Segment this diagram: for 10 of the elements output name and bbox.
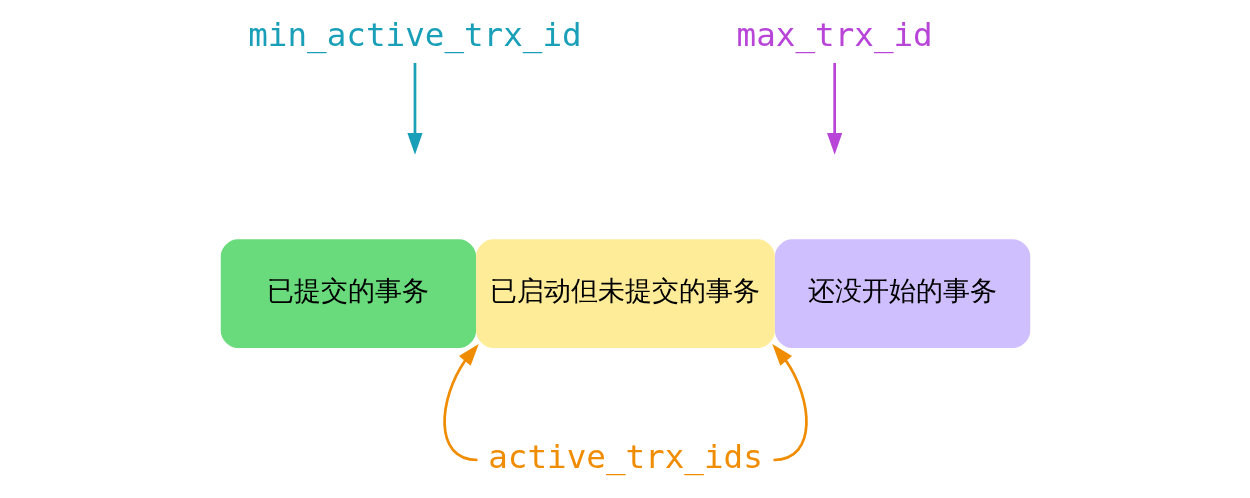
arrow	[406, 62, 423, 155]
node-box: 已提交的事务	[220, 239, 476, 348]
node-box: 还没开始的事务	[774, 239, 1030, 348]
node-text: min_active_trx_id	[247, 16, 582, 55]
node-box: 已启动但未提交的事务	[475, 239, 775, 348]
arrow	[771, 344, 808, 462]
arrow	[442, 344, 479, 462]
arrow	[826, 62, 842, 155]
node-text: max_trx_id	[736, 16, 933, 55]
node-text: active_trx_ids	[487, 438, 763, 477]
